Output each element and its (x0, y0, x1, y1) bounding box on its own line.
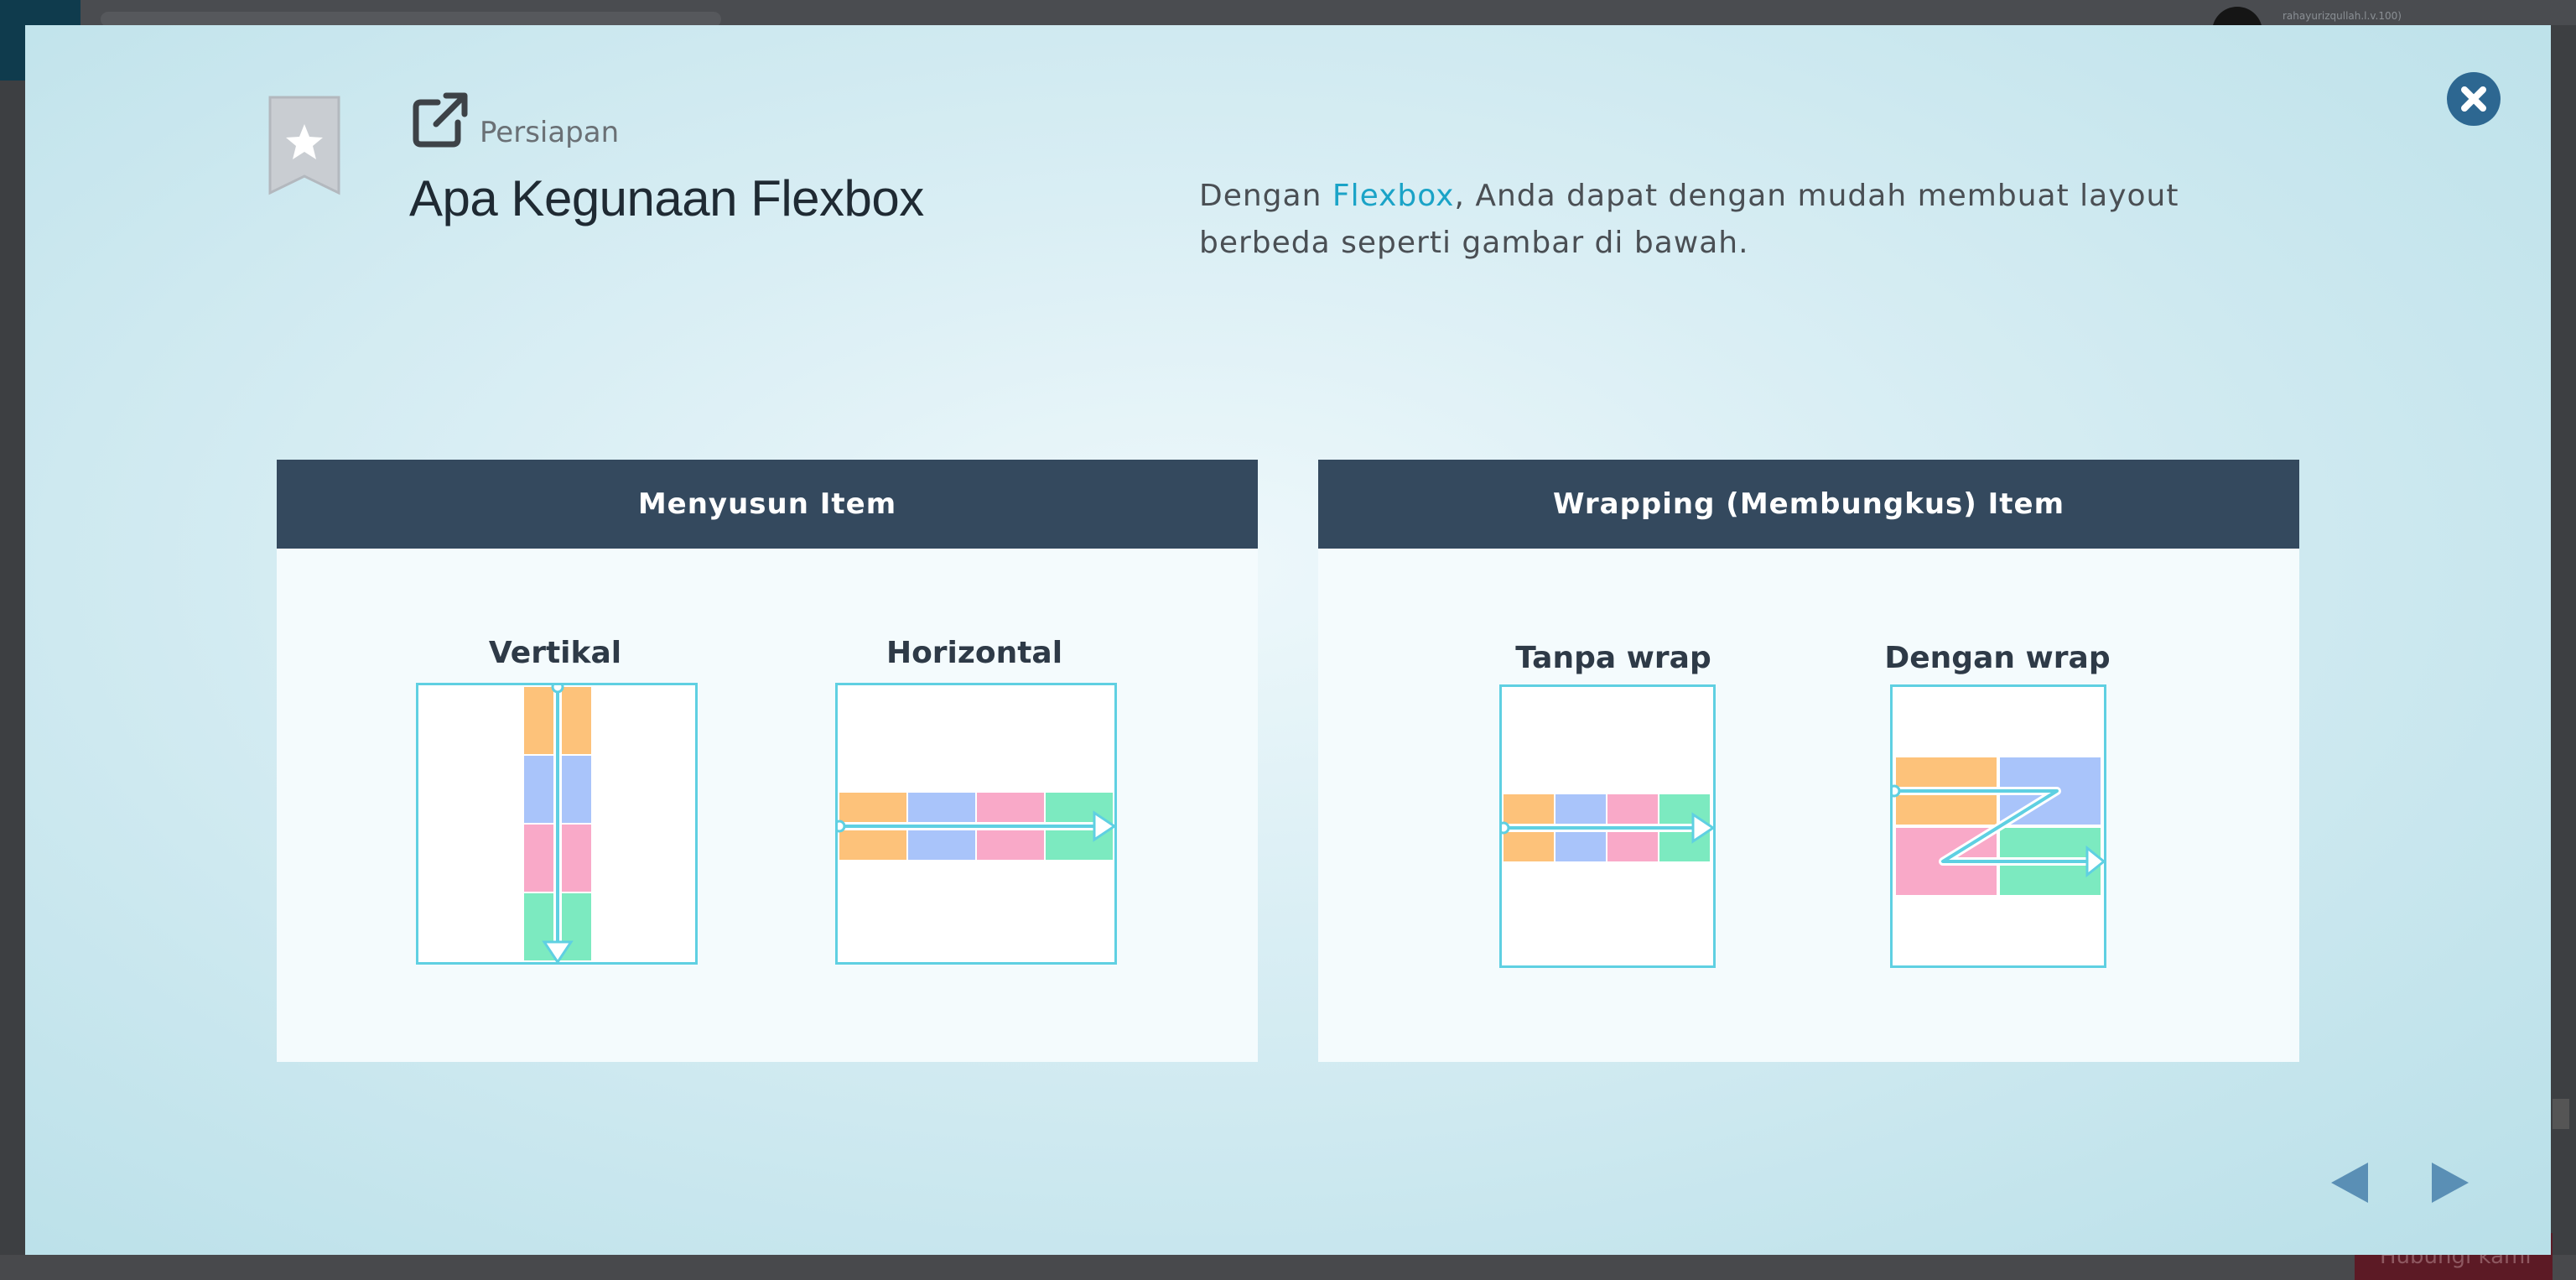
panel-menyusun-item: Menyusun Item Vertikal Horizontal (277, 460, 1258, 1062)
example-label-tanpa-wrap: Tanpa wrap (1515, 641, 1711, 675)
diagram-horizontal (833, 683, 1117, 965)
page-title: Apa Kegunaan Flexbox (409, 170, 924, 226)
background-bottom-bar (0, 1255, 2576, 1280)
flexbox-modal: Persiapan Apa Kegunaan Flexbox Dengan Fl… (25, 25, 2551, 1255)
panel-title: Wrapping (Membungkus) Item (1318, 460, 2299, 549)
triangle-left-icon[interactable] (2329, 1161, 2370, 1205)
diagram-vertikal (416, 680, 698, 965)
description-suffix: , Anda dapat dengan mudah membuat layout… (1199, 179, 2179, 260)
panel-wrapping-item: Wrapping (Membungkus) Item Tanpa wrap De… (1318, 460, 2299, 1062)
diagram-tanpa-wrap (1497, 684, 1716, 968)
wrap-illustration (1888, 757, 2106, 895)
horizontal-stack-illustration (833, 793, 1117, 860)
background-scrollbar (2553, 1099, 2569, 1129)
example-label-horizontal: Horizontal (886, 636, 1063, 670)
triangle-right-icon[interactable] (2430, 1161, 2470, 1205)
flexbox-highlight: Flexbox (1332, 179, 1455, 213)
no-wrap-illustration (1497, 794, 1716, 861)
example-label-vertikal: Vertikal (488, 636, 622, 670)
background-search-bar (101, 12, 721, 27)
description: Dengan Flexbox, Anda dapat dengan mudah … (1199, 173, 2272, 267)
category-label: Persiapan (480, 116, 620, 149)
star-bookmark-icon[interactable] (268, 96, 340, 196)
example-label-dengan-wrap: Dengan wrap (1884, 641, 2111, 675)
diagram-dengan-wrap (1888, 684, 2106, 968)
background-username: rahayurizqullah.l.v.100) (2283, 10, 2402, 22)
vertical-stack-illustration (524, 680, 591, 965)
close-circle-icon (2461, 86, 2486, 112)
description-prefix: Dengan (1199, 179, 1332, 213)
panel-title: Menyusun Item (277, 460, 1258, 549)
external-link-icon[interactable] (413, 91, 470, 148)
close-button[interactable] (2447, 72, 2501, 126)
